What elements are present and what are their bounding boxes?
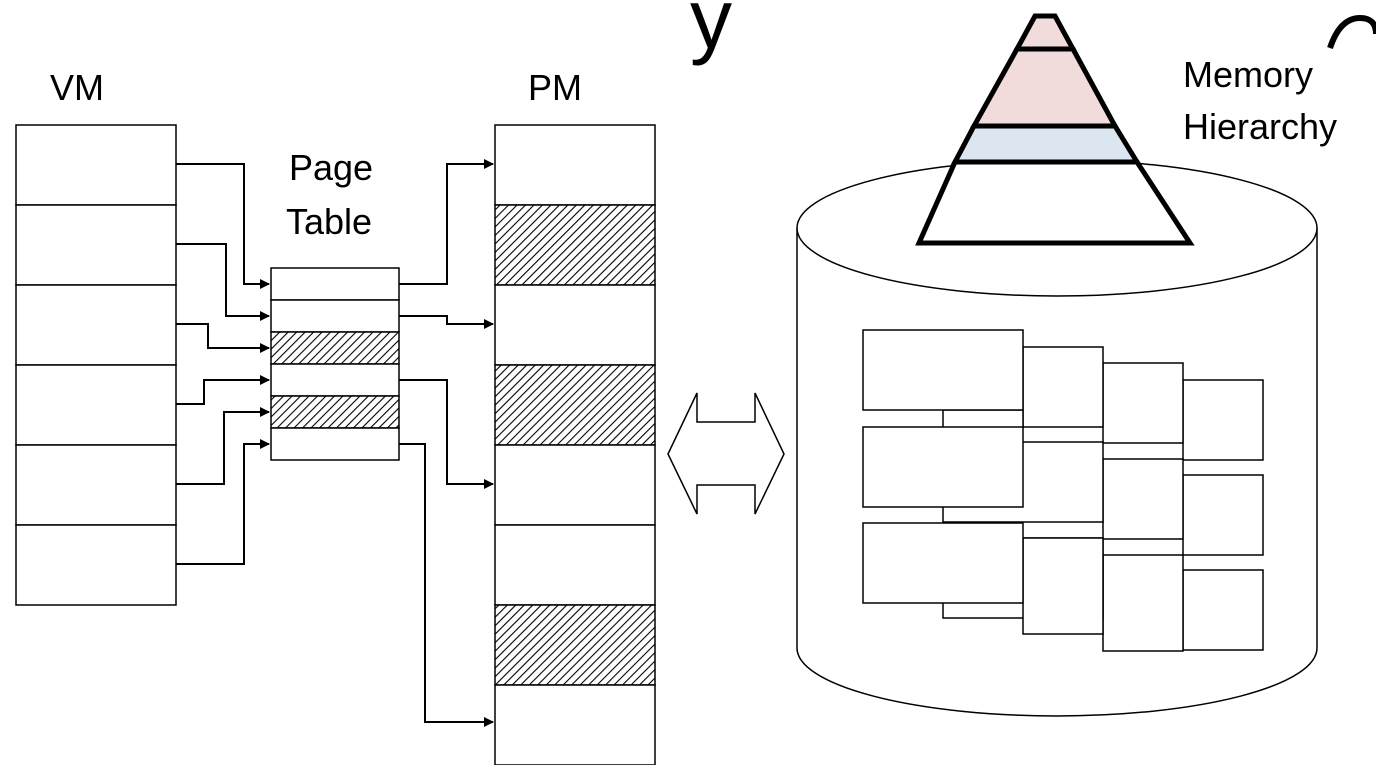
pyramid-upper-level: [969, 46, 1120, 129]
vm-page: [15, 444, 177, 526]
pm-frame-hatched: [494, 604, 656, 686]
disk-block: [862, 522, 1024, 604]
disk-block: [1022, 537, 1104, 635]
mapping-arrow: [399, 443, 494, 727]
pm-frame: [494, 684, 656, 765]
mapping-arrow: [176, 243, 270, 321]
pm-frame: [494, 284, 656, 366]
title-fragment: y: [690, 0, 732, 66]
mapping-arrow: [176, 439, 270, 565]
page-table-entry-hatched: [270, 331, 400, 365]
mapping-arrow: [399, 315, 494, 329]
disk-block: [1022, 346, 1104, 428]
page-table-entry-hatched: [270, 395, 400, 429]
mapping-arrow: [176, 375, 270, 405]
memory-hierarchy-label-line1: Memory: [1183, 54, 1313, 95]
vm-column: [15, 124, 177, 606]
pyramid-middle-level: [950, 123, 1142, 165]
pm-column: [494, 124, 656, 765]
page-table-entry: [270, 267, 400, 301]
disk-block: [862, 426, 1024, 508]
disk-block: [862, 329, 1024, 411]
mapping-arrow: [399, 379, 494, 489]
memory-hierarchy-pyramid: [915, 13, 1195, 246]
mapping-arrow: [176, 323, 270, 353]
memory-hierarchy-label-line2: Hierarchy: [1183, 106, 1337, 147]
page-table-entry: [270, 363, 400, 397]
page-table: [270, 267, 400, 461]
disk-block: [1102, 458, 1184, 540]
pm-frame-hatched: [494, 204, 656, 286]
pyramid-base-level: [915, 159, 1195, 246]
vm-page: [15, 364, 177, 446]
page-table-entry: [270, 427, 400, 461]
vm-page: [15, 284, 177, 366]
vm-page: [15, 204, 177, 286]
disk-page-tree: [862, 329, 1264, 652]
page-table-label-line1: Page: [289, 147, 373, 188]
vm-page: [15, 524, 177, 606]
pm-label: PM: [528, 67, 582, 108]
mapping-arrow: [176, 163, 270, 289]
page-table-entry: [270, 299, 400, 333]
pm-frame: [494, 444, 656, 526]
mapping-arrow: [399, 159, 494, 285]
disk-block: [942, 409, 1024, 429]
disk-block: [1102, 554, 1184, 652]
pyramid-tip: [1012, 13, 1078, 52]
disk-block: [1182, 569, 1264, 651]
disk-block: [1102, 362, 1184, 444]
vm-page: [15, 124, 177, 206]
double-arrow-icon: [667, 392, 785, 515]
disk-block: [1182, 379, 1264, 461]
title-glyph-fragment: [1327, 14, 1376, 50]
disk-block: [1182, 474, 1264, 556]
page-table-label-line2: Table: [286, 201, 372, 242]
vm-to-page-table-arrows: [176, 163, 270, 565]
pm-frame: [494, 124, 656, 206]
page-table-to-pm-arrows: [399, 159, 494, 727]
mapping-arrow: [176, 407, 270, 485]
pm-frame: [494, 524, 656, 606]
vm-label: VM: [50, 67, 104, 108]
pm-frame-hatched: [494, 364, 656, 446]
